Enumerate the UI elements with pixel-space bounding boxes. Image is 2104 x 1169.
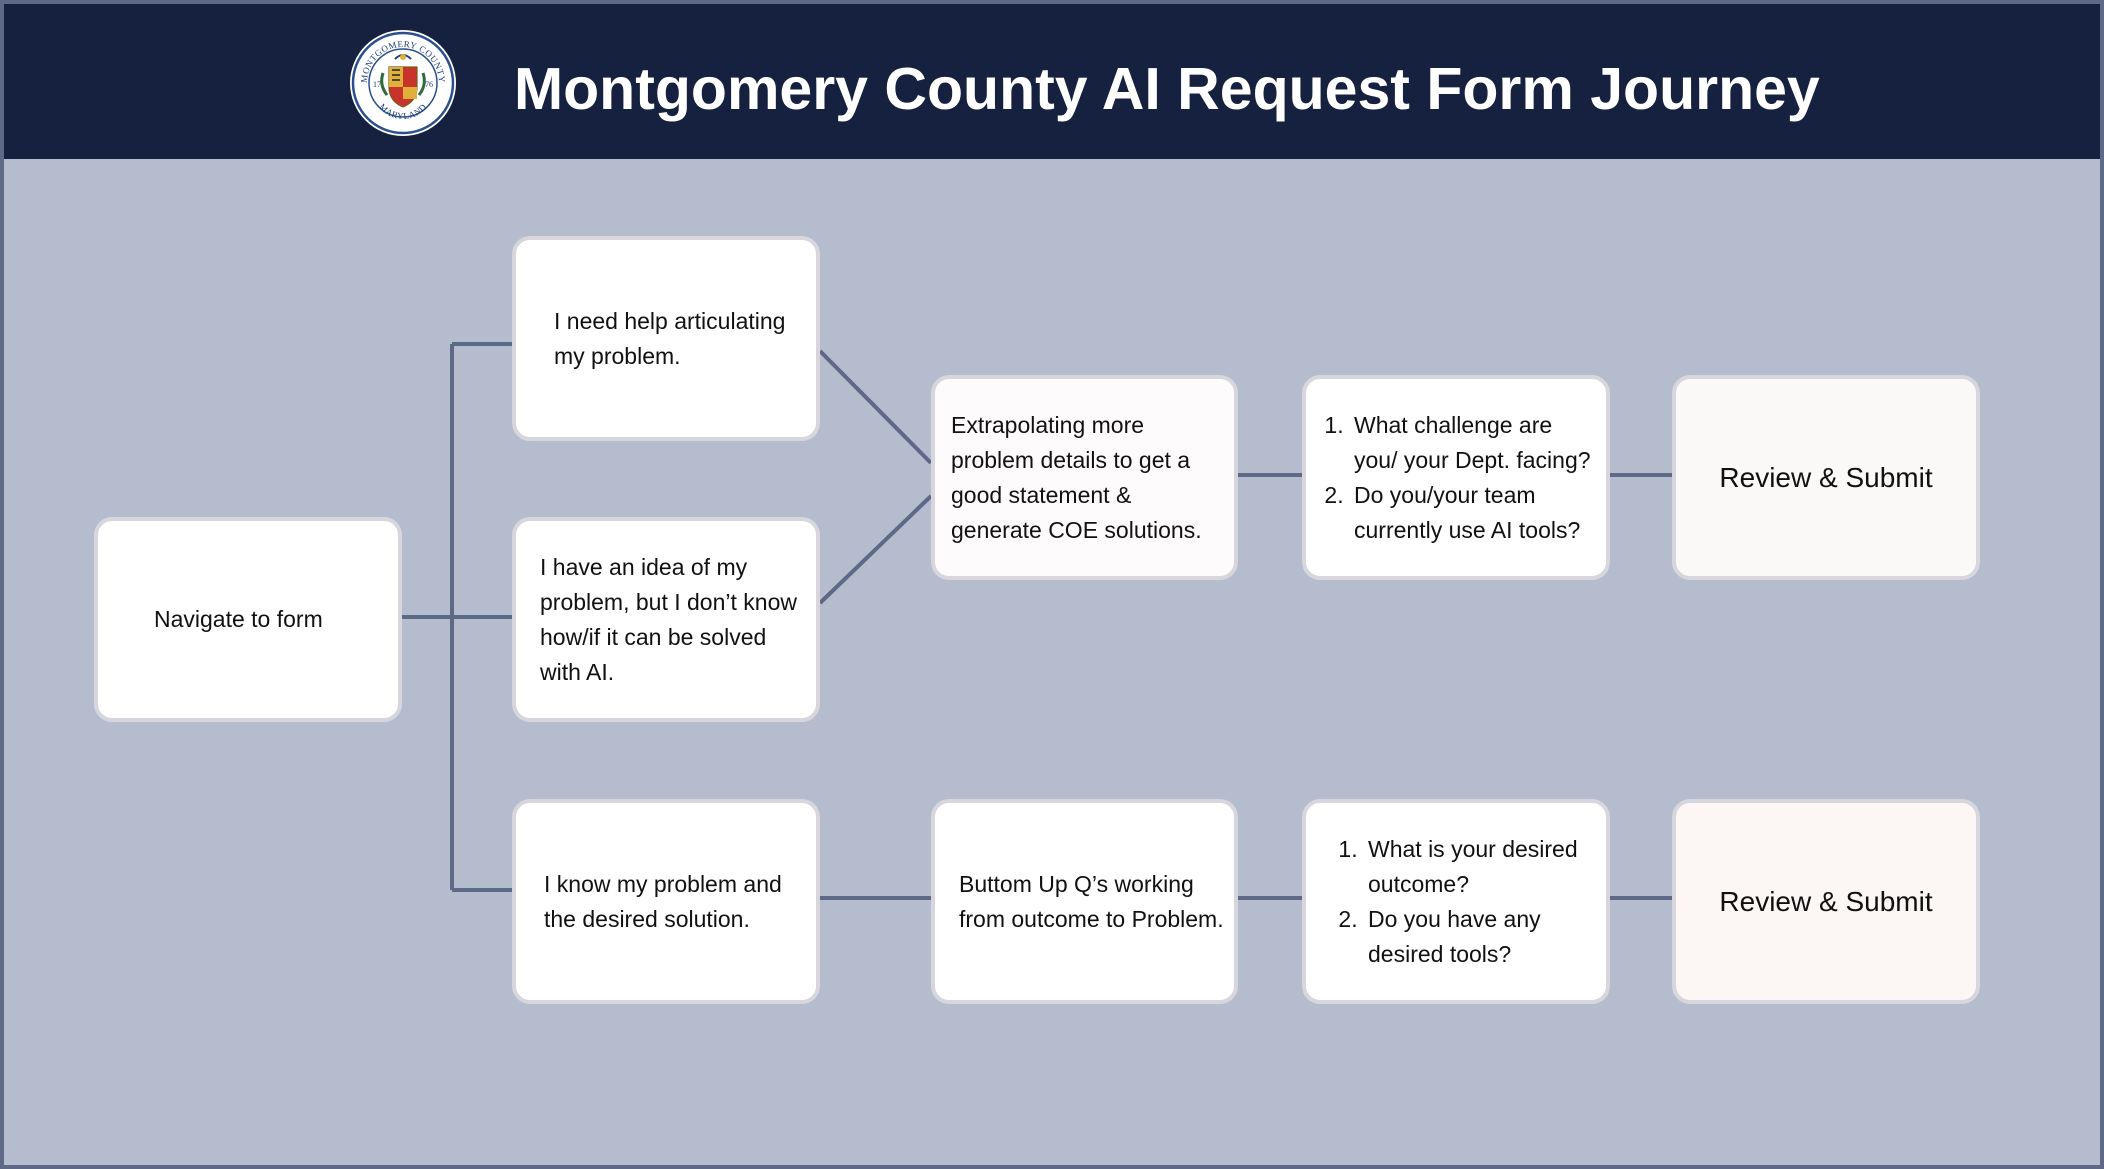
option-need-help-label: I need help articulating my problem. [554, 307, 786, 369]
header-bar: MONTGOMERY COUNTY MARYLAND 17 76 Montgom… [4, 4, 2100, 159]
option-know-solution: I know my problem and the desired soluti… [512, 799, 820, 1004]
svg-text:76: 76 [425, 80, 433, 89]
page-title: Montgomery County AI Request Form Journe… [514, 56, 1820, 122]
extrapolate-node: Extrapolating more problem details to ge… [931, 375, 1238, 580]
questions-bottom-node: What is your desired outcome? Do you hav… [1302, 799, 1610, 1004]
bottom-up-label: Buttom Up Q’s working from outcome to Pr… [959, 870, 1224, 932]
questions-top-node: What challenge are you/ your Dept. facin… [1302, 375, 1610, 580]
question-item: What is your desired outcome? [1364, 832, 1596, 902]
questions-top-list: What challenge are you/ your Dept. facin… [1306, 408, 1596, 548]
bottom-up-node: Buttom Up Q’s working from outcome to Pr… [931, 799, 1238, 1004]
connector-help-to-extrapolate [818, 349, 933, 465]
option-have-idea: I have an idea of my problem, but I don’… [512, 517, 820, 722]
county-seal-logo: MONTGOMERY COUNTY MARYLAND 17 76 [350, 30, 456, 136]
start-node-label: Navigate to form [154, 606, 323, 632]
review-submit-top: Review & Submit [1672, 375, 1980, 580]
option-need-help: I need help articulating my problem. [512, 236, 820, 441]
review-submit-bottom: Review & Submit [1672, 799, 1980, 1004]
questions-bottom-list: What is your desired outcome? Do you hav… [1306, 832, 1596, 972]
connector-idea-to-extrapolate [818, 494, 933, 605]
question-item: Do you have any desired tools? [1364, 902, 1596, 972]
question-item: What challenge are you/ your Dept. facin… [1350, 408, 1596, 478]
extrapolate-label: Extrapolating more problem details to ge… [951, 411, 1202, 543]
review-submit-bottom-label: Review & Submit [1719, 886, 1933, 917]
start-node-navigate: Navigate to form [94, 517, 402, 722]
question-item: Do you/your team currently use AI tools? [1350, 478, 1596, 548]
option-have-idea-label: I have an idea of my problem, but I don’… [540, 553, 797, 685]
option-know-solution-label: I know my problem and the desired soluti… [544, 870, 782, 932]
svg-text:17: 17 [373, 80, 381, 89]
review-submit-top-label: Review & Submit [1719, 462, 1933, 493]
